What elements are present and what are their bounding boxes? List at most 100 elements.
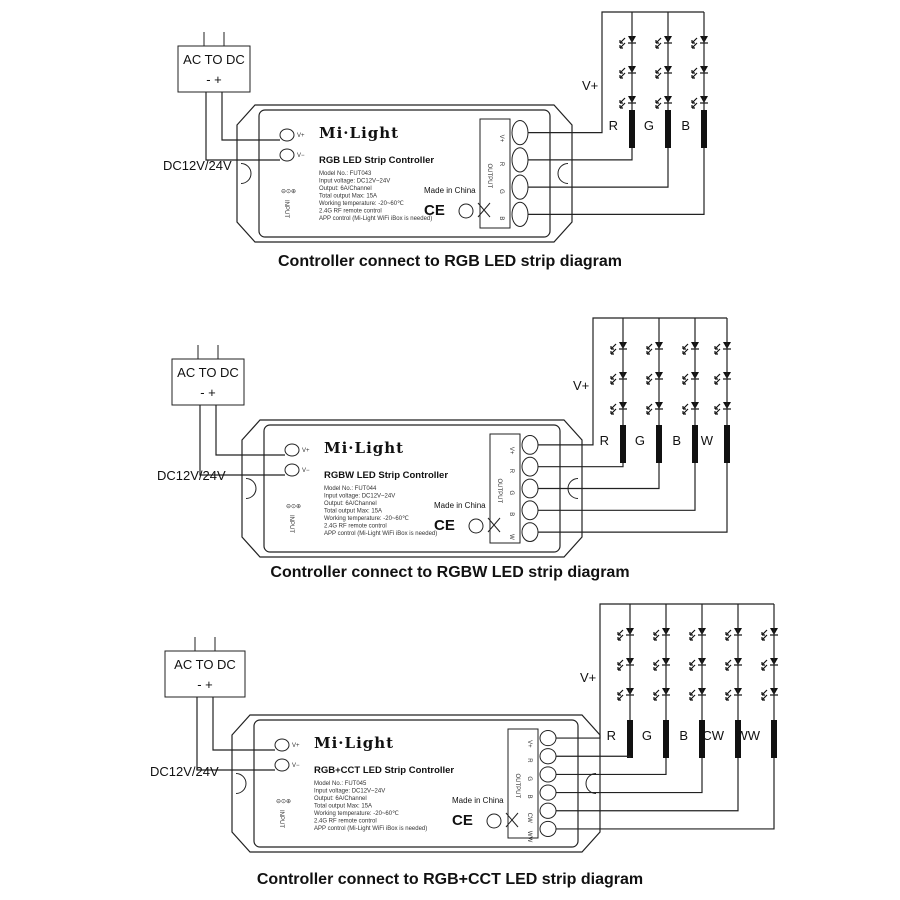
- led-ray-icon: [610, 378, 617, 385]
- channel-label: W: [701, 433, 714, 448]
- psu-label: AC TO DC: [183, 52, 245, 67]
- led-ray-icon: [617, 664, 624, 671]
- diagram-caption: Controller connect to RGBW LED strip dia…: [270, 564, 629, 581]
- rohs-icon: [486, 813, 502, 829]
- input-terminal-label: V+: [302, 448, 310, 454]
- positive-wire: [221, 92, 280, 141]
- ce-mark-icon: CE: [434, 517, 455, 534]
- led-ray-icon: [653, 694, 660, 701]
- led-ray-icon: [646, 403, 653, 410]
- spec-line: Input voltage: DC12V~24V: [319, 179, 390, 185]
- product-title: RGB+CCT LED Strip Controller: [314, 765, 454, 776]
- controller-face: [253, 719, 579, 848]
- channel-label: R: [607, 728, 616, 743]
- led-ray-icon: [714, 348, 721, 355]
- strip-channel-bar: [692, 425, 698, 463]
- led-ray-icon: [655, 37, 662, 44]
- led-ray-icon: [682, 378, 689, 385]
- led-ray-icon: [725, 659, 732, 666]
- led-ray-icon: [714, 378, 721, 385]
- spec-line: 2.4G RF remote control: [314, 819, 377, 825]
- led-ray-icon: [714, 373, 721, 380]
- led-ray-icon: [619, 37, 626, 44]
- led-ray-icon: [653, 634, 660, 641]
- controller-housing: [231, 714, 601, 853]
- output-label: OUTPUT: [514, 774, 520, 799]
- negative-wire: [205, 92, 280, 161]
- output-terminal-label: B: [498, 216, 504, 220]
- brand-logo: Mi·Light: [319, 124, 399, 142]
- dc-polarity-icon: ⊖⊙⊕: [276, 799, 291, 805]
- channel-wire: [528, 148, 633, 161]
- led-ray-icon: [761, 664, 768, 671]
- led-strip-G: G: [528, 12, 672, 188]
- power-supply-box: [164, 650, 246, 698]
- led-ray-icon: [714, 403, 721, 410]
- strip-channel-bar: [724, 425, 730, 463]
- dc-voltage-label: DC12V/24V: [150, 764, 219, 779]
- led-ray-icon: [655, 97, 662, 104]
- strip-channel-bar: [656, 425, 662, 463]
- mount-slot-right: [557, 163, 569, 184]
- channel-wire: [556, 758, 667, 776]
- positive-wire: [212, 697, 275, 751]
- led-ray-icon: [619, 67, 626, 74]
- output-label-plate: [507, 728, 539, 839]
- output-terminal-label: V+: [526, 740, 532, 748]
- product-title: RGB LED Strip Controller: [319, 155, 434, 166]
- led-ray-icon: [655, 42, 662, 49]
- channel-wire: [556, 755, 631, 758]
- output-terminal-label: V+: [508, 447, 514, 455]
- made-in-label: Made in China: [434, 501, 486, 510]
- led-ray-icon: [653, 689, 660, 696]
- led-ray-icon: [655, 67, 662, 74]
- led-ray-icon: [691, 42, 698, 49]
- led-ray-icon: [761, 634, 768, 641]
- led-strip-B: B: [556, 604, 706, 794]
- output-terminal-screw: [511, 147, 529, 173]
- dc-polarity-icon: ⊖⊙⊕: [281, 189, 296, 195]
- led-ray-icon: [725, 664, 732, 671]
- input-terminal-label: V−: [292, 763, 300, 769]
- spec-line: 2.4G RF remote control: [324, 524, 387, 530]
- input-label: INPUT: [288, 515, 294, 533]
- led-ray-icon: [610, 348, 617, 355]
- strip-channel-bar: [771, 720, 777, 758]
- controller-housing: [241, 419, 583, 558]
- led-ray-icon: [617, 634, 624, 641]
- channel-label: R: [609, 118, 618, 133]
- spec-line: Total output Max: 15A: [324, 509, 382, 515]
- spec-line: Working temperature: -20~60℃: [319, 201, 404, 207]
- input-terminal-label: V+: [297, 133, 305, 139]
- output-terminal-label: R: [526, 758, 532, 763]
- led-ray-icon: [725, 634, 732, 641]
- led-ray-icon: [617, 689, 624, 696]
- led-ray-icon: [682, 373, 689, 380]
- spec-line: Model No.: FUT044: [324, 486, 377, 492]
- led-ray-icon: [761, 629, 768, 636]
- led-ray-icon: [682, 408, 689, 415]
- output-label-plate: [489, 433, 521, 544]
- spec-line: APP control (Mi-Light WiFi iBox is neede…: [324, 531, 437, 537]
- output-terminal-label: G: [526, 776, 532, 781]
- strip-channel-bar: [627, 720, 633, 758]
- spec-line: Model No.: FUT043: [319, 171, 372, 177]
- output-terminal-screw: [511, 201, 529, 227]
- led-ray-icon: [646, 373, 653, 380]
- ce-mark-icon: CE: [452, 812, 473, 829]
- strip-channel-bar: [699, 720, 705, 758]
- led-ray-icon: [619, 72, 626, 79]
- output-terminal-label: V+: [498, 135, 504, 143]
- output-terminal-screw: [539, 730, 557, 747]
- output-terminal-label: B: [508, 512, 514, 516]
- channel-label: G: [642, 728, 652, 743]
- vplus-bus-wire: [556, 603, 774, 739]
- channel-wire: [556, 758, 739, 812]
- channel-wire: [556, 758, 703, 794]
- led-ray-icon: [689, 659, 696, 666]
- spec-line: APP control (Mi-Light WiFi iBox is neede…: [314, 826, 427, 832]
- led-ray-icon: [725, 689, 732, 696]
- strip-channel-bar: [629, 110, 635, 148]
- channel-wire: [528, 148, 669, 188]
- output-terminal-screw: [521, 435, 539, 455]
